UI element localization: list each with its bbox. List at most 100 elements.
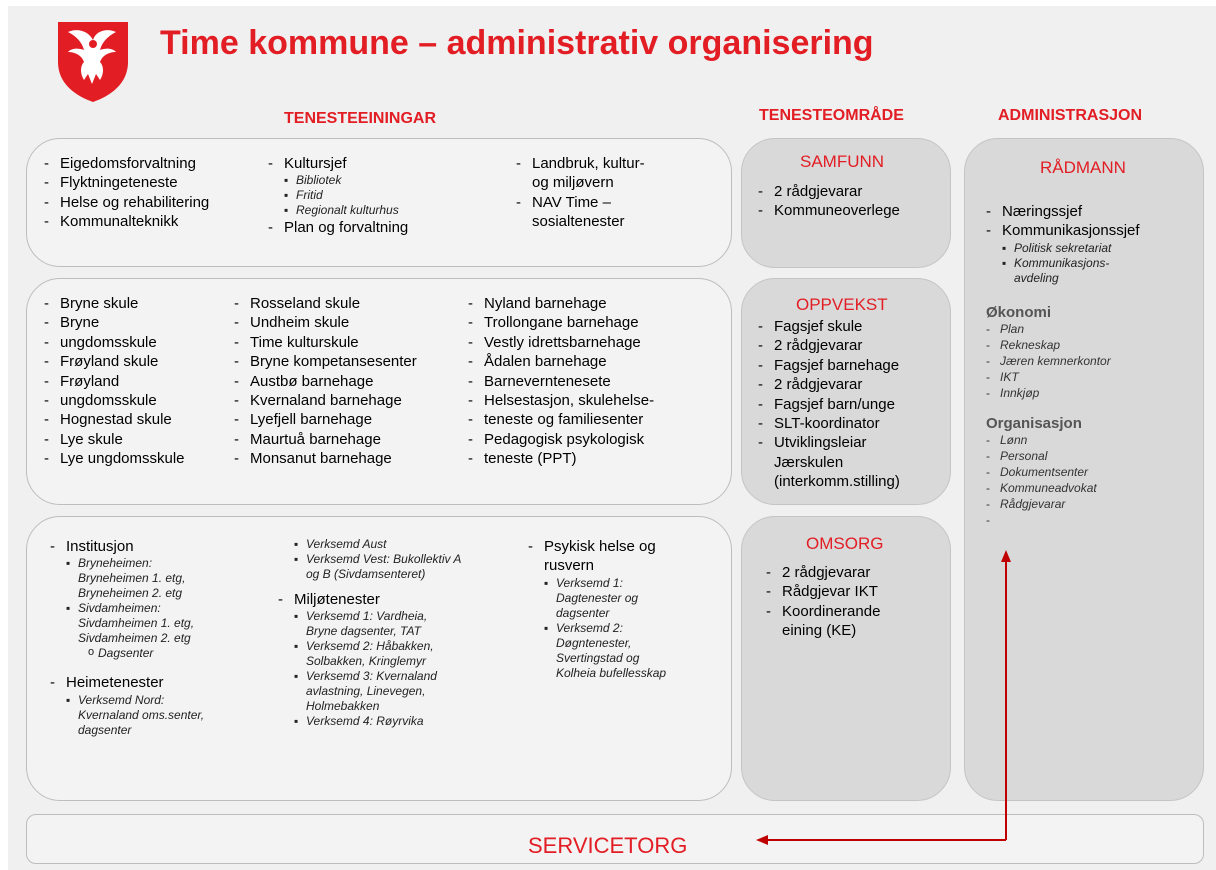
list-item: Nyland barnehage [468, 294, 654, 314]
list-item: Plan [986, 321, 1140, 337]
list-item: 2 rådgjevarar [766, 563, 880, 583]
list-item: Landbruk, kultur-og miljøvern [516, 154, 645, 193]
list-item: Kvernaland barnehage [234, 391, 417, 411]
list-item: Helsestasjon, skulehelse- [468, 391, 654, 411]
list-item: Kommunikasjonssjef [986, 221, 1140, 241]
list-item: Rådgjevar IKT [766, 582, 880, 602]
list-item: Miljøtenester [278, 590, 461, 610]
general-services-list-3: Landbruk, kultur-og miljøvern NAV Time –… [516, 154, 645, 232]
general-services-list-2: Kultursjef Bibliotek Fritid Regionalt ku… [268, 154, 408, 238]
list-item: Vestly idrettsbarnehage [468, 333, 654, 353]
list-item: Næringssjef [986, 202, 1140, 222]
list-item: Sivdamheimen:Sivdamheimen 1. etg,Sivdamh… [66, 601, 204, 646]
list-item: 2 rådgjevarar [758, 182, 900, 202]
list-item: NAV Time –sosialtenester [516, 193, 645, 232]
list-item: Bryne skule [44, 294, 185, 314]
list-item: 2 rådgjevarar [758, 375, 900, 395]
list-item: Rådgjevarar [986, 496, 1140, 512]
list-item: teneste og familiesenter [468, 410, 654, 430]
oppvekst-title: OPPVEKST [796, 295, 888, 314]
list-item: UtviklingsleiarJærskulen(interkomm.still… [758, 433, 900, 491]
list-item: Verksemd 2:Døgntenester,Svertingstad ogK… [544, 621, 666, 681]
omsorg-list: 2 rådgjevarar Rådgjevar IKT Koordinerand… [766, 563, 880, 641]
list-item: Regionalt kulturhus [284, 203, 408, 218]
column-heading-tenesteomrade: TENESTEOMRÅDE [759, 107, 904, 124]
list-item: Bryne kompetansesenter [234, 352, 417, 372]
list-item: Bibliotek [284, 173, 408, 188]
list-item: Hognestad skule [44, 410, 185, 430]
list-item: Bryne [44, 313, 185, 333]
page-title: Time kommune – administrativ organiserin… [160, 24, 874, 62]
list-item: IKT [986, 369, 1140, 385]
list-item: ungdomsskule [44, 391, 185, 411]
institusjon-group: Institusjon Bryneheimen:Bryneheimen 1. e… [50, 537, 204, 738]
kindergartens-list: Nyland barnehage Trollongane barnehage V… [468, 294, 654, 469]
list-item: Undheim skule [234, 313, 417, 333]
list-item [986, 512, 1140, 528]
oppvekst-list: Fagsjef skule 2 rådgjevarar Fagsjef barn… [758, 317, 900, 492]
list-item: Jæren kemnerkontor [986, 353, 1140, 369]
list-item: Ådalen barnehage [468, 352, 654, 372]
list-item: Helse og rehabilitering [44, 193, 209, 213]
list-item: Trollongane barnehage [468, 313, 654, 333]
column-heading-tenesteeiningar: TENESTEEININGAR [284, 110, 437, 127]
list-item: Politisk sekretariat [1002, 241, 1140, 256]
list-item: ungdomsskule [44, 333, 185, 353]
list-item: Fagsjef barnehage [758, 356, 900, 376]
list-item: Frøyland [44, 372, 185, 392]
servicetorg-label: SERVICETORG [528, 833, 688, 858]
list-item: SLT-koordinator [758, 414, 900, 434]
list-item: Eigedomsforvaltning [44, 154, 209, 174]
list-item: Verksemd Nord:Kvernaland oms.senter,dags… [66, 693, 204, 738]
list-item: teneste (PPT) [468, 449, 654, 469]
list-item: Innkjøp [986, 385, 1140, 401]
list-item: Verksemd Aust [294, 537, 461, 552]
list-item: Kommunikasjons-avdeling [1002, 256, 1140, 286]
okonomi-heading: Økonomi [986, 303, 1052, 321]
radmann-title: RÅDMANN [1040, 158, 1126, 177]
list-item: Frøyland skule [44, 352, 185, 372]
list-item: Pedagogisk psykologisk [468, 430, 654, 450]
list-item: Verksemd 1: Vardheia,Bryne dagsenter, TA… [294, 609, 461, 639]
radmann-content: Næringssjef Kommunikasjonssjef Politisk … [986, 202, 1140, 528]
list-item: Kommuneadvokat [986, 480, 1140, 496]
list-item: Kommunalteknikk [44, 212, 209, 232]
list-item: Dagsenter [88, 645, 204, 661]
list-item: Bryneheimen:Bryneheimen 1. etg,Bryneheim… [66, 556, 204, 601]
list-item: Kultursjef [268, 154, 408, 174]
list-item: Rosseland skule [234, 294, 417, 314]
list-item: Dokumentsenter [986, 464, 1140, 480]
verksemd-group: Verksemd Aust Verksemd Vest: Bukollektiv… [278, 537, 461, 729]
bird-crest-shield-icon [58, 22, 128, 102]
organisasjon-heading: Organisasjon [986, 414, 1082, 432]
list-item: Fagsjef barn/unge [758, 395, 900, 415]
list-item: Time kulturskule [234, 333, 417, 353]
list-item: Plan og forvaltning [268, 218, 408, 238]
column-heading-administrasjon: ADMINISTRASJON [998, 107, 1143, 124]
general-services-list-1: Eigedomsforvaltning Flyktningeteneste He… [44, 154, 209, 232]
list-item: Heimetenester [50, 673, 204, 693]
list-item: 2 rådgjevarar [758, 336, 900, 356]
list-item: Rekneskap [986, 337, 1140, 353]
list-item: Kommuneoverlege [758, 201, 900, 221]
list-item: Maurtuå barnehage [234, 430, 417, 450]
list-item: Austbø barnehage [234, 372, 417, 392]
schools-list-1: Bryne skule Bryne ungdomsskule Frøyland … [44, 294, 185, 469]
list-item: Fritid [284, 188, 408, 203]
schools-list-2: Rosseland skule Undheim skule Time kultu… [234, 294, 417, 469]
samfunn-title: SAMFUNN [800, 152, 885, 171]
list-item: Monsanut barnehage [234, 449, 417, 469]
list-item: Lønn [986, 432, 1140, 448]
list-item: Verksemd 2: Håbakken,Solbakken, Kringlem… [294, 639, 461, 669]
list-item: Flyktningeteneste [44, 173, 209, 193]
omsorg-title: OMSORG [806, 534, 884, 553]
list-item: Lyefjell barnehage [234, 410, 417, 430]
list-item: Institusjon [50, 537, 204, 557]
list-item: Verksemd Vest: Bukollektiv Aog B (Sivdam… [294, 552, 461, 582]
